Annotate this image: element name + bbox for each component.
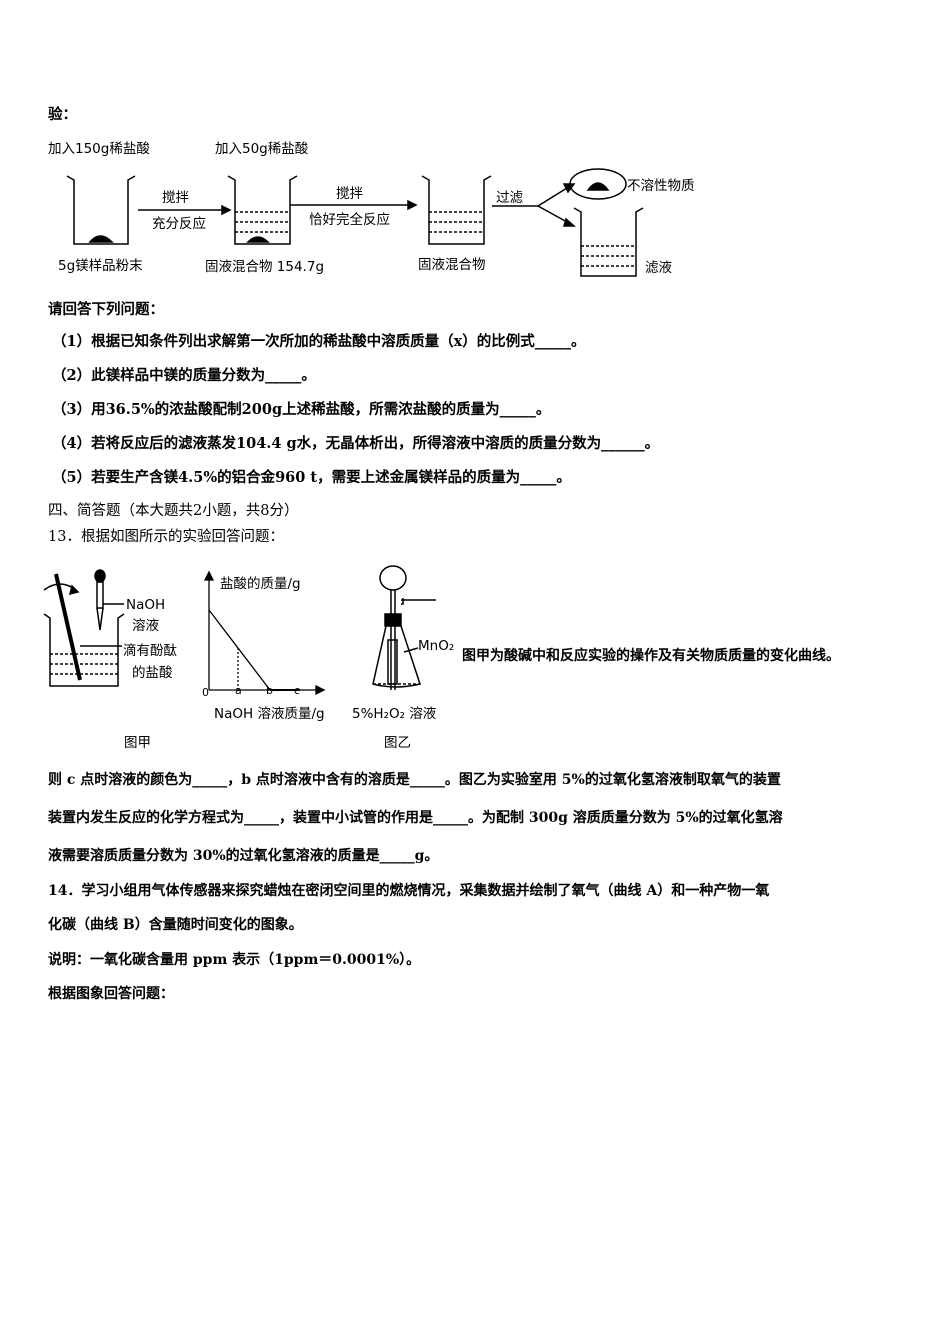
filtrate-label: 滤液 [645, 260, 672, 276]
mass-graph [203, 570, 326, 696]
tick-b: b [266, 684, 273, 697]
neutralization-beaker [43, 569, 125, 687]
section-4-heading: 四、简答题（本大题共2小题，共8分） [48, 503, 299, 519]
graph-xlabel: NaOH 溶液质量/g [214, 706, 325, 722]
arrow3-label: 过滤 [496, 190, 523, 206]
question-5: （5）若要生产含镁4.5%的铝合金960 t，需要上述金属镁样品的质量为____… [52, 469, 571, 486]
header-text: 验： [48, 106, 77, 123]
beaker-3 [421, 175, 492, 245]
arrow2-top-label: 搅拌 [336, 186, 363, 202]
q14-prompt: 根据图象回答问题： [48, 986, 174, 1002]
graph-ylabel: 盐酸的质量/g [220, 576, 301, 592]
arrow-2 [290, 199, 418, 211]
question-3: （3）用36.5%的浓盐酸配制200g上述稀盐酸，所需浓盐酸的质量为_____。 [52, 401, 551, 418]
arrow2-bottom-label: 恰好完全反应 [309, 212, 390, 228]
prompt: 请回答下列问题： [48, 301, 164, 318]
q14-line-2: 化碳（曲线 B）含量随时间变化的图象。 [48, 917, 303, 933]
arrow-1 [138, 204, 232, 216]
filter-paper [569, 168, 627, 200]
mno2-label: MnO₂ [418, 638, 455, 654]
q14-note: 说明：一氧化碳含量用 ppm 表示（1ppm＝0.0001%）。 [48, 952, 421, 968]
add-label-1: 加入150g稀盐酸 [48, 141, 150, 157]
q13-line-3: 液需要溶质质量分数为 30%的过氧化氢溶液的质量是_____g。 [48, 848, 439, 864]
filtrate-beaker [573, 207, 644, 277]
filter-arrows [492, 183, 576, 227]
phenol-label-1: 滴有酚酞 [123, 643, 177, 659]
q13-line-1: 则 c 点时溶液的颜色为_____，b 点时溶液中含有的溶质是_____。图乙为… [48, 772, 781, 788]
tick-c: c [294, 684, 301, 697]
add-label-2: 加入50g稀盐酸 [215, 141, 309, 157]
beaker-1 [66, 175, 136, 245]
solution-label: 溶液 [132, 618, 159, 634]
phenol-label-2: 的盐酸 [132, 665, 173, 681]
question-1: （1）根据已知条件列出求解第一次所加的稀盐酸中溶质质量（x）的比例式_____。 [52, 333, 586, 350]
q14-line-1: 14．学习小组用气体传感器来探究蜡烛在密闭空间里的燃烧情况，采集数据并绘制了氧气… [48, 883, 770, 899]
caption-a: 图甲 [124, 735, 151, 751]
beaker3-label: 固液混合物 [418, 257, 486, 273]
figure-2-description: 图甲为酸碱中和反应实验的操作及有关物质质量的变化曲线。 [462, 648, 840, 664]
beaker2-label: 固液混合物 154.7g [205, 259, 325, 275]
oxygen-apparatus [372, 565, 436, 690]
arrow1-bottom-label: 充分反应 [152, 216, 206, 232]
insoluble-label: 不溶性物质 [627, 178, 695, 194]
q13-line-2: 装置内发生反应的化学方程式为_____，装置中小试管的作用是_____。为配制 … [48, 810, 783, 826]
caption-b: 图乙 [384, 735, 411, 751]
h2o2-label: 5%H₂O₂ 溶液 [352, 706, 437, 722]
figure-2-drawings [43, 565, 436, 696]
arrow1-top-label: 搅拌 [162, 190, 189, 206]
tick-0: 0 [202, 686, 209, 699]
question-13-heading: 13．根据如图所示的实验回答问题： [48, 529, 284, 545]
question-2: （2）此镁样品中镁的质量分数为_____。 [52, 367, 316, 384]
tick-a: a [235, 684, 242, 697]
naoh-label: NaOH [126, 597, 166, 613]
beaker-2 [227, 175, 298, 245]
flow-diagram [66, 168, 644, 277]
question-4: （4）若将反应后的滤液蒸发104.4 g水，无晶体析出，所得溶液中溶质的质量分数… [52, 435, 660, 452]
beaker1-label: 5g镁样品粉末 [58, 258, 143, 274]
